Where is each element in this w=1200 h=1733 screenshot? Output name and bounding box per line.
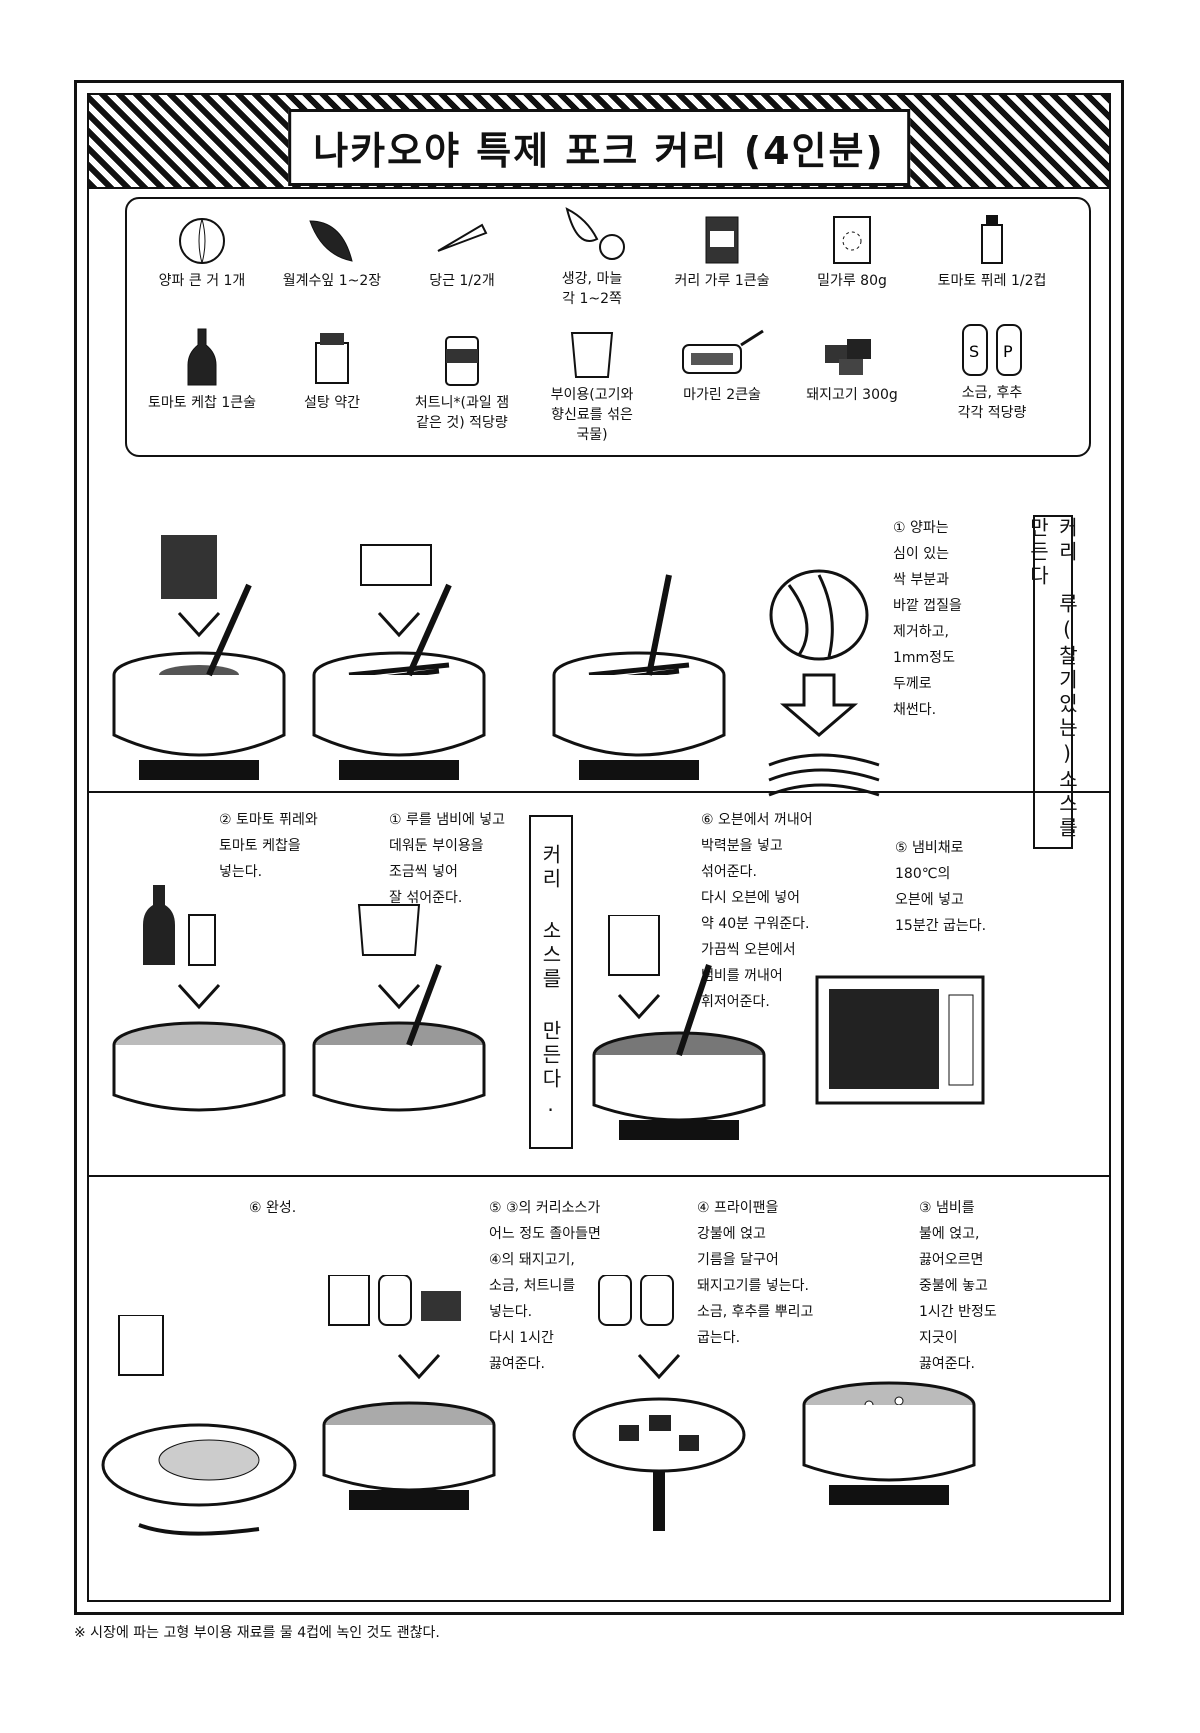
tomato-pot-icon <box>112 885 286 1112</box>
pot-curry-sauce-2 <box>299 875 499 1129</box>
chutney-jar-icon <box>445 336 479 386</box>
section1-header: 커리 루(찰기있는)소스를 만든다 <box>1026 515 1079 849</box>
recipe-frame: 나카오야 특제 포크 커리 (4인분) 양파 큰 거 1개 월계수잎 1~2장 … <box>87 93 1111 1602</box>
section2-header: 커리 소스를 만든다. <box>529 815 573 1149</box>
ingredient-bay-leaf: 월계수잎 1~2장 <box>267 211 397 291</box>
stir-pot-icon <box>552 574 726 780</box>
ingredient-pork: 돼지고기 300g <box>787 325 917 405</box>
pot-final-simmer <box>309 1274 509 1539</box>
ingredients-box: 양파 큰 거 1개 월계수잎 1~2장 당근 1/2개 생강, 마늘 각 1~2… <box>125 197 1091 457</box>
boil-pot-icon <box>802 1381 976 1505</box>
pot-curry-roux-3 <box>539 535 739 799</box>
pot-boil <box>789 1345 989 1549</box>
ingredient-flour: 밀가루 80g <box>787 211 917 291</box>
ingredient-sugar: 설탕 약간 <box>267 325 397 413</box>
step5-oven-text: ⑤ 냄비채로 180℃의 오븐에 넣고 15분간 굽는다. <box>895 840 987 934</box>
pot-curry-sauce-1 <box>99 875 299 1129</box>
step6-complete-text: ⑥ 완성. <box>249 1200 297 1216</box>
ingredient-chutney: 처트니*(과일 잼 같은 것) 적당량 <box>397 325 527 433</box>
page-title: 나카오야 특제 포크 커리 (4인분) <box>288 109 910 186</box>
step4-fry-text: ④ 프라이팬을 강불에 얹고 기름을 달구어 돼지고기를 넣는다. 소금, 후추… <box>697 1200 814 1346</box>
curry-powder-can-icon <box>705 216 739 264</box>
pot-curry-roux-2 <box>299 535 499 799</box>
onion-slice-icon <box>768 569 880 797</box>
frying-pan-figure <box>559 1274 759 1549</box>
svg-text:S: S <box>969 342 979 361</box>
step1-onion-text: ① 양파는 심이 있는 싹 부분과 바깥 껍질을 제거하고, 1mm정도 두께로… <box>893 520 962 718</box>
title-banner: 나카오야 특제 포크 커리 (4인분) <box>89 95 1109 189</box>
pork-icon <box>825 339 871 375</box>
ingredient-curry-powder: 커리 가루 1큰술 <box>657 211 787 291</box>
tomato-puree-bottle-icon <box>981 215 1003 264</box>
ingredient-onion: 양파 큰 거 1개 <box>137 211 267 291</box>
recipe-page: 나카오야 특제 포크 커리 (4인분) 양파 큰 거 1개 월계수잎 1~2장 … <box>74 80 1124 1615</box>
divider-1 <box>89 791 1109 793</box>
sliced-onion-figure <box>759 565 889 809</box>
step1-broth-text: ① 루를 냄비에 넣고 데워둔 부이용을 조금씩 넣어 잘 섞어준다. <box>389 812 506 906</box>
step5-simmer-text: ⑤ ③의 커리소스가 어느 정도 졸아들면 ④의 돼지고기, 소금, 처트니를 … <box>489 1200 601 1372</box>
divider-2 <box>89 1175 1109 1177</box>
onion-icon <box>179 218 225 264</box>
step3-boil-text: ③ 냄비를 불에 얹고, 끓어오르면 중불에 놓고 1시간 반정도 지긋이 끓여… <box>919 1200 997 1372</box>
margarine-icon <box>682 329 764 374</box>
ketchup-bottle-icon <box>187 328 217 386</box>
margarine-pot-icon <box>312 544 486 780</box>
step2-tomato-text: ② 토마토 퓌레와 토마토 케찹을 넣는다. <box>219 812 318 880</box>
ingredient-tomato-puree: 토마토 퓌레 1/2컵 <box>927 211 1057 291</box>
ginger-garlic-icon <box>565 207 625 260</box>
bay-leaf-icon <box>309 220 353 262</box>
ingredient-carrot: 당근 1/2개 <box>397 211 527 291</box>
ingredient-ketchup: 토마토 케찹 1큰술 <box>137 325 267 413</box>
pot-curry-sauce-3 <box>579 914 779 1149</box>
step6-oven-text: ⑥ 오븐에서 꺼내어 박력분을 넣고 섞어준다. 다시 오븐에 넣어 약 40분… <box>701 812 813 1010</box>
oven-figure <box>815 975 985 1109</box>
broth-cup-icon <box>570 332 614 378</box>
frying-pan-icon <box>572 1274 746 1531</box>
oven-icon <box>815 975 985 1105</box>
flour-pot-icon <box>592 914 766 1140</box>
ingredient-margarine: 마가린 2큰술 <box>657 325 787 405</box>
chutney-pot-icon <box>322 1274 496 1510</box>
ingredient-ginger-garlic: 생강, 마늘 각 1~2쪽 <box>527 199 657 309</box>
svg-text:P: P <box>1003 342 1013 361</box>
carrot-icon <box>437 223 488 252</box>
curry-can-pot-icon <box>112 535 286 780</box>
pot-curry-roux-1 <box>99 535 299 799</box>
broth-pot-icon <box>312 904 486 1112</box>
curry-plate-icon <box>101 1314 297 1536</box>
curry-plate-figure <box>99 1314 299 1549</box>
flour-bag-icon <box>833 216 871 264</box>
ingredient-broth: 부이용(고기와 향신료를 섞은 국물) <box>527 325 657 445</box>
footnote: ※ 시장에 파는 고형 부이용 재료를 물 4컵에 녹인 것도 괜찮다. <box>74 1625 440 1641</box>
sugar-icon <box>315 333 349 384</box>
